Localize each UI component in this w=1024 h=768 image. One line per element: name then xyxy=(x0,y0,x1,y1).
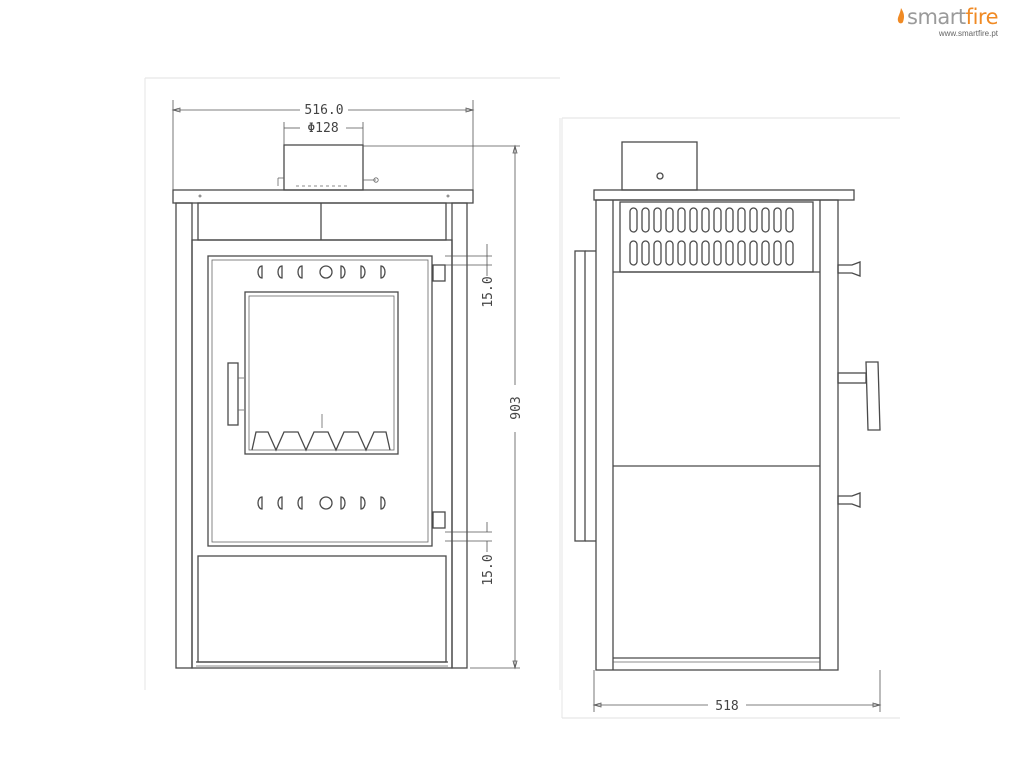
side-louvers-top-row xyxy=(629,207,794,233)
front-ash-drawer xyxy=(197,555,447,663)
brand-logo: smartfire www.smartfire.pt xyxy=(896,5,999,38)
flue-diameter-label: Φ128 xyxy=(307,121,338,136)
flame-icon xyxy=(897,8,905,24)
side-body xyxy=(595,199,839,671)
brand-name-fire: fire xyxy=(965,5,999,29)
front-lower-vents xyxy=(257,496,386,510)
front-left-side-panel xyxy=(175,202,193,669)
front-door-handle xyxy=(227,362,239,426)
front-top-plate xyxy=(172,189,474,204)
front-body-frame xyxy=(191,239,453,669)
front-upper-hinge xyxy=(432,264,446,282)
brand-website: www.smartfire.pt xyxy=(938,29,998,38)
depth-dimension-label: 518 xyxy=(715,699,738,714)
side-lower-knob xyxy=(837,492,861,508)
side-flue-collar xyxy=(621,141,698,191)
front-view xyxy=(172,144,474,669)
front-dimensions xyxy=(171,100,520,670)
lower-offset-dimension-label: 15.0 xyxy=(481,554,496,585)
front-grate xyxy=(251,431,391,452)
side-top-plate xyxy=(593,189,855,201)
side-louvers-bottom-row xyxy=(629,240,794,266)
front-top-grill xyxy=(197,202,447,241)
height-dimension-label: 903 xyxy=(509,396,524,419)
side-upper-knob xyxy=(837,261,861,277)
upper-offset-dimension-label: 15.0 xyxy=(481,276,496,307)
front-lower-hinge xyxy=(432,511,446,529)
side-view xyxy=(574,141,881,671)
front-upper-vents xyxy=(257,265,386,279)
brand-name: smartfire xyxy=(896,5,999,29)
brand-name-smart: smart xyxy=(907,5,966,29)
side-rear-spigot xyxy=(574,250,586,542)
side-door-handle xyxy=(837,361,881,431)
front-flue-collar xyxy=(283,144,364,191)
front-glass-window xyxy=(244,291,399,455)
width-dimension-label: 516.0 xyxy=(304,103,343,118)
front-right-side-panel xyxy=(451,202,468,669)
side-dimensions xyxy=(592,670,882,712)
front-door xyxy=(207,255,433,547)
scan-borders xyxy=(144,77,900,719)
